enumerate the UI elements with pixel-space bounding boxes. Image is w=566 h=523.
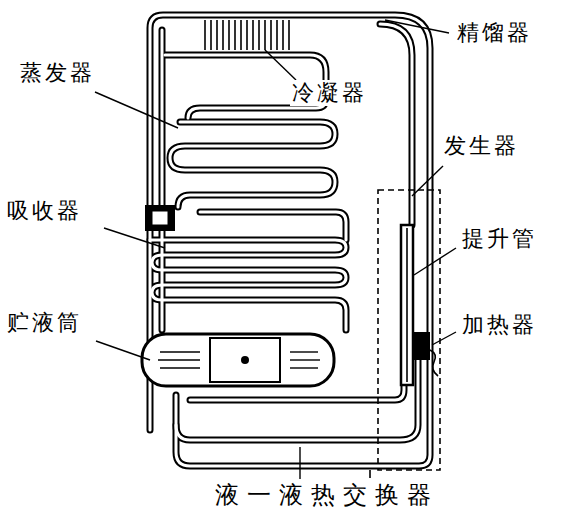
part-label: 精馏器 — [455, 20, 534, 46]
fin — [282, 20, 284, 50]
leader-line — [414, 248, 456, 275]
fin — [204, 20, 206, 50]
hatch — [290, 351, 318, 352]
part-label: 蒸发器 — [18, 60, 97, 86]
pipe — [200, 212, 346, 240]
fin — [276, 20, 278, 50]
leader-line — [265, 50, 296, 80]
pipe-outline — [150, 15, 430, 466]
dash-tick — [369, 470, 371, 478]
hatch — [290, 367, 318, 368]
pipe — [150, 15, 430, 466]
heater — [414, 332, 430, 360]
absorber-block — [145, 205, 175, 231]
fin — [234, 20, 236, 50]
heater-wire — [430, 350, 438, 376]
leader-line — [96, 341, 150, 360]
part-label: 冷凝器 — [290, 80, 369, 106]
fin — [288, 20, 290, 50]
pipe — [150, 240, 346, 330]
hatch — [160, 367, 200, 368]
lift-tube — [401, 225, 413, 385]
fin — [222, 20, 224, 50]
fin — [264, 20, 266, 50]
pipe — [150, 240, 346, 330]
tank-mark — [241, 356, 249, 364]
fins — [205, 20, 289, 50]
leader-line — [95, 92, 178, 128]
pipe — [170, 122, 335, 207]
tank-window — [210, 338, 280, 382]
fin — [216, 20, 218, 50]
hatch — [158, 359, 200, 360]
fin — [258, 20, 260, 50]
leader-line — [299, 447, 300, 479]
liquid-hatch — [158, 352, 320, 368]
pipe-inner — [150, 15, 430, 466]
absorber-block — [152, 211, 168, 225]
generator-boundary — [378, 190, 440, 470]
part-label: 加热器 — [460, 312, 539, 338]
leader-line — [385, 20, 449, 33]
part-label: 发生器 — [442, 133, 521, 159]
storage-tank — [142, 334, 334, 386]
leader-line — [432, 332, 456, 345]
lift-tube-core — [406, 228, 408, 382]
part-label: 提升管 — [460, 226, 539, 252]
pipe — [200, 212, 346, 240]
fin — [240, 20, 242, 50]
fin — [228, 20, 230, 50]
part-label: 贮液筒 — [5, 310, 84, 336]
pipe — [380, 24, 412, 225]
pipe — [150, 15, 430, 466]
fin — [246, 20, 248, 50]
leader-line — [104, 228, 165, 248]
fin — [270, 20, 272, 50]
part-label: 液一液热交换器 — [213, 481, 441, 510]
leader-lines — [95, 20, 456, 479]
fin — [210, 20, 212, 50]
part-label: 吸收器 — [5, 198, 84, 224]
pipe — [170, 122, 335, 207]
fin — [252, 20, 254, 50]
hatch — [160, 351, 200, 352]
leader-line — [412, 166, 443, 196]
hatch — [290, 359, 320, 360]
pipe — [380, 24, 412, 225]
